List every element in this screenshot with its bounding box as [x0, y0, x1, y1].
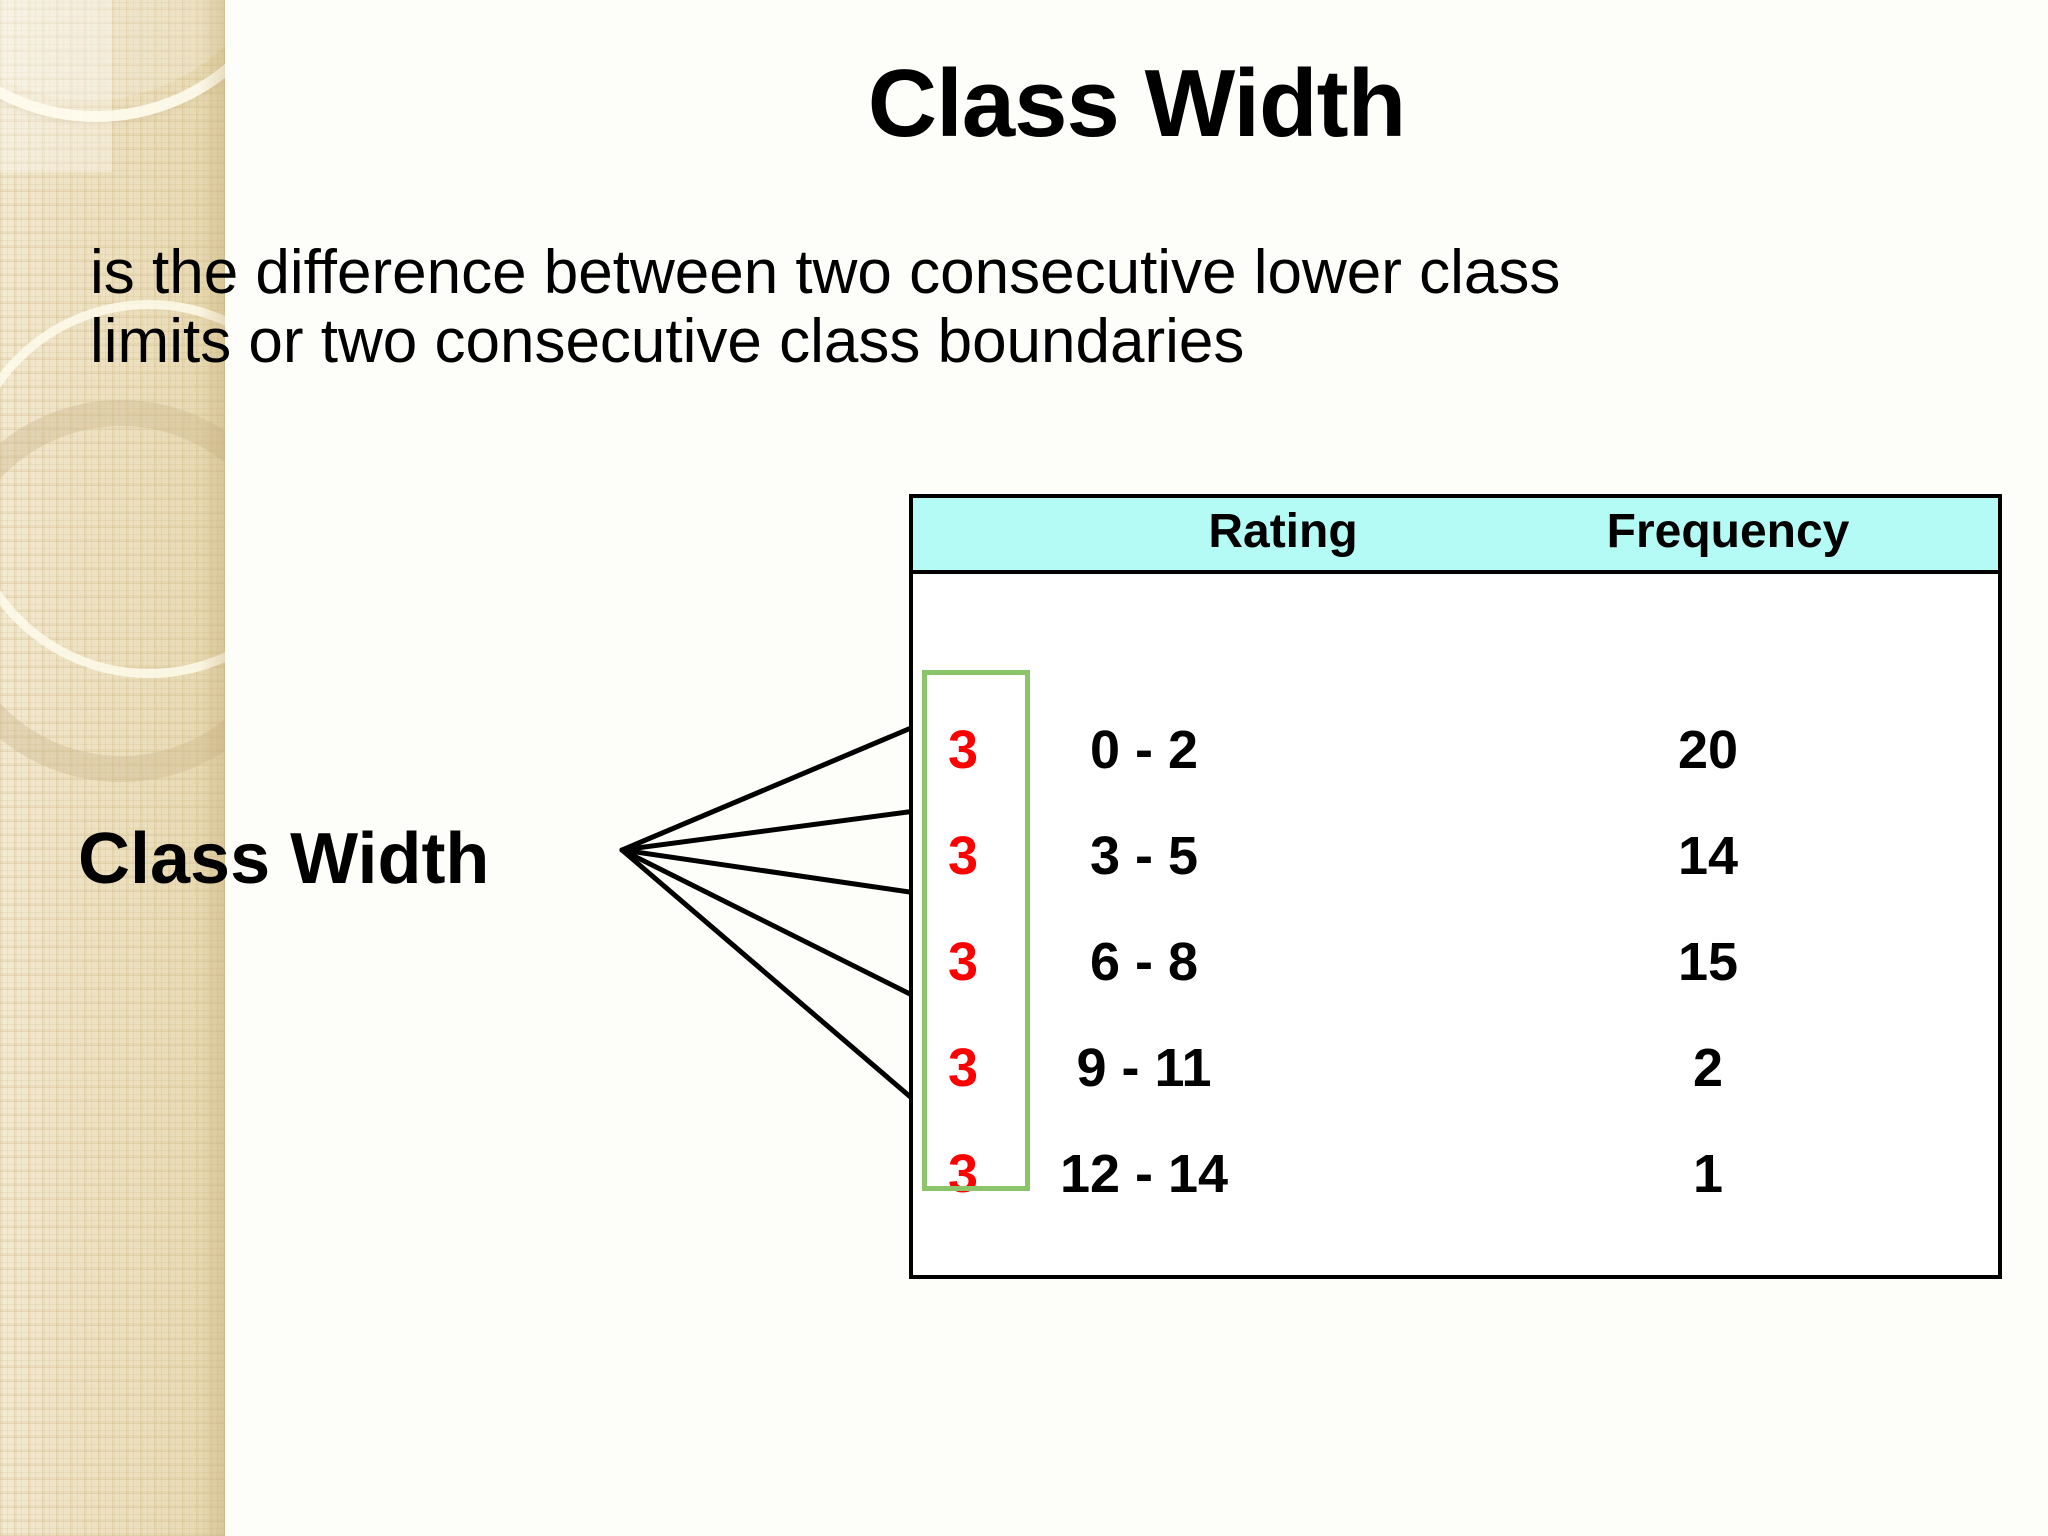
frequency-value: 2 — [1692, 1038, 1724, 1098]
sidebar-upper-ring — [0, 0, 225, 122]
subtitle-line-2: limits or two consecutive class boundari… — [90, 307, 1245, 377]
table-row: 3 6 - 8 15 — [913, 923, 1998, 1001]
frequency-distribution-table: Rating Frequency 3 0 - 2 20 3 3 - 5 14 3… — [909, 494, 2002, 1279]
table-header-row: Rating Frequency — [913, 498, 1998, 574]
subtitle-line-1: is the difference between two consecutiv… — [90, 238, 1561, 307]
leader-line-2 — [619, 805, 941, 853]
table-row: 3 0 - 2 20 — [913, 711, 1998, 789]
leader-line-5 — [619, 847, 931, 1115]
class-width-value: 3 — [947, 932, 979, 992]
rating-value: 3 - 5 — [1089, 826, 1199, 886]
rating-value: 6 - 8 — [1089, 932, 1199, 992]
sidebar-lower-thin-ring — [0, 300, 225, 678]
table-row: 3 3 - 5 14 — [913, 817, 1998, 895]
sidebar-edge-shading — [199, 0, 225, 1536]
column-header-rating: Rating — [1208, 505, 1358, 558]
rating-value: 9 - 11 — [1076, 1038, 1212, 1098]
frequency-value: 1 — [1692, 1144, 1724, 1204]
class-width-value: 3 — [947, 826, 979, 886]
frequency-value: 20 — [1677, 720, 1739, 780]
leader-line-4 — [619, 847, 935, 1008]
class-width-highlight-box — [922, 670, 1030, 1191]
table-body: 3 0 - 2 20 3 3 - 5 14 3 6 - 8 15 3 9 - 1… — [913, 574, 1998, 1275]
table-row: 3 12 - 14 1 — [913, 1135, 1998, 1213]
leader-line-1 — [619, 717, 933, 853]
table-row: 3 9 - 11 2 — [913, 1029, 1998, 1107]
class-width-value: 3 — [947, 720, 979, 780]
frequency-value: 14 — [1677, 826, 1739, 886]
subtitle-text: is the difference between two consecutiv… — [90, 238, 2020, 377]
frequency-value: 15 — [1677, 932, 1739, 992]
decorative-sidebar — [0, 0, 225, 1536]
rating-value: 12 - 14 — [1059, 1144, 1229, 1204]
class-width-callout-label: Class Width — [78, 819, 490, 899]
column-header-frequency: Frequency — [1606, 505, 1850, 558]
page-title: Class Width — [867, 50, 1407, 157]
leader-line-3 — [619, 847, 933, 898]
class-width-value: 3 — [947, 1144, 979, 1204]
class-width-value: 3 — [947, 1038, 979, 1098]
rating-value: 0 - 2 — [1089, 720, 1199, 780]
